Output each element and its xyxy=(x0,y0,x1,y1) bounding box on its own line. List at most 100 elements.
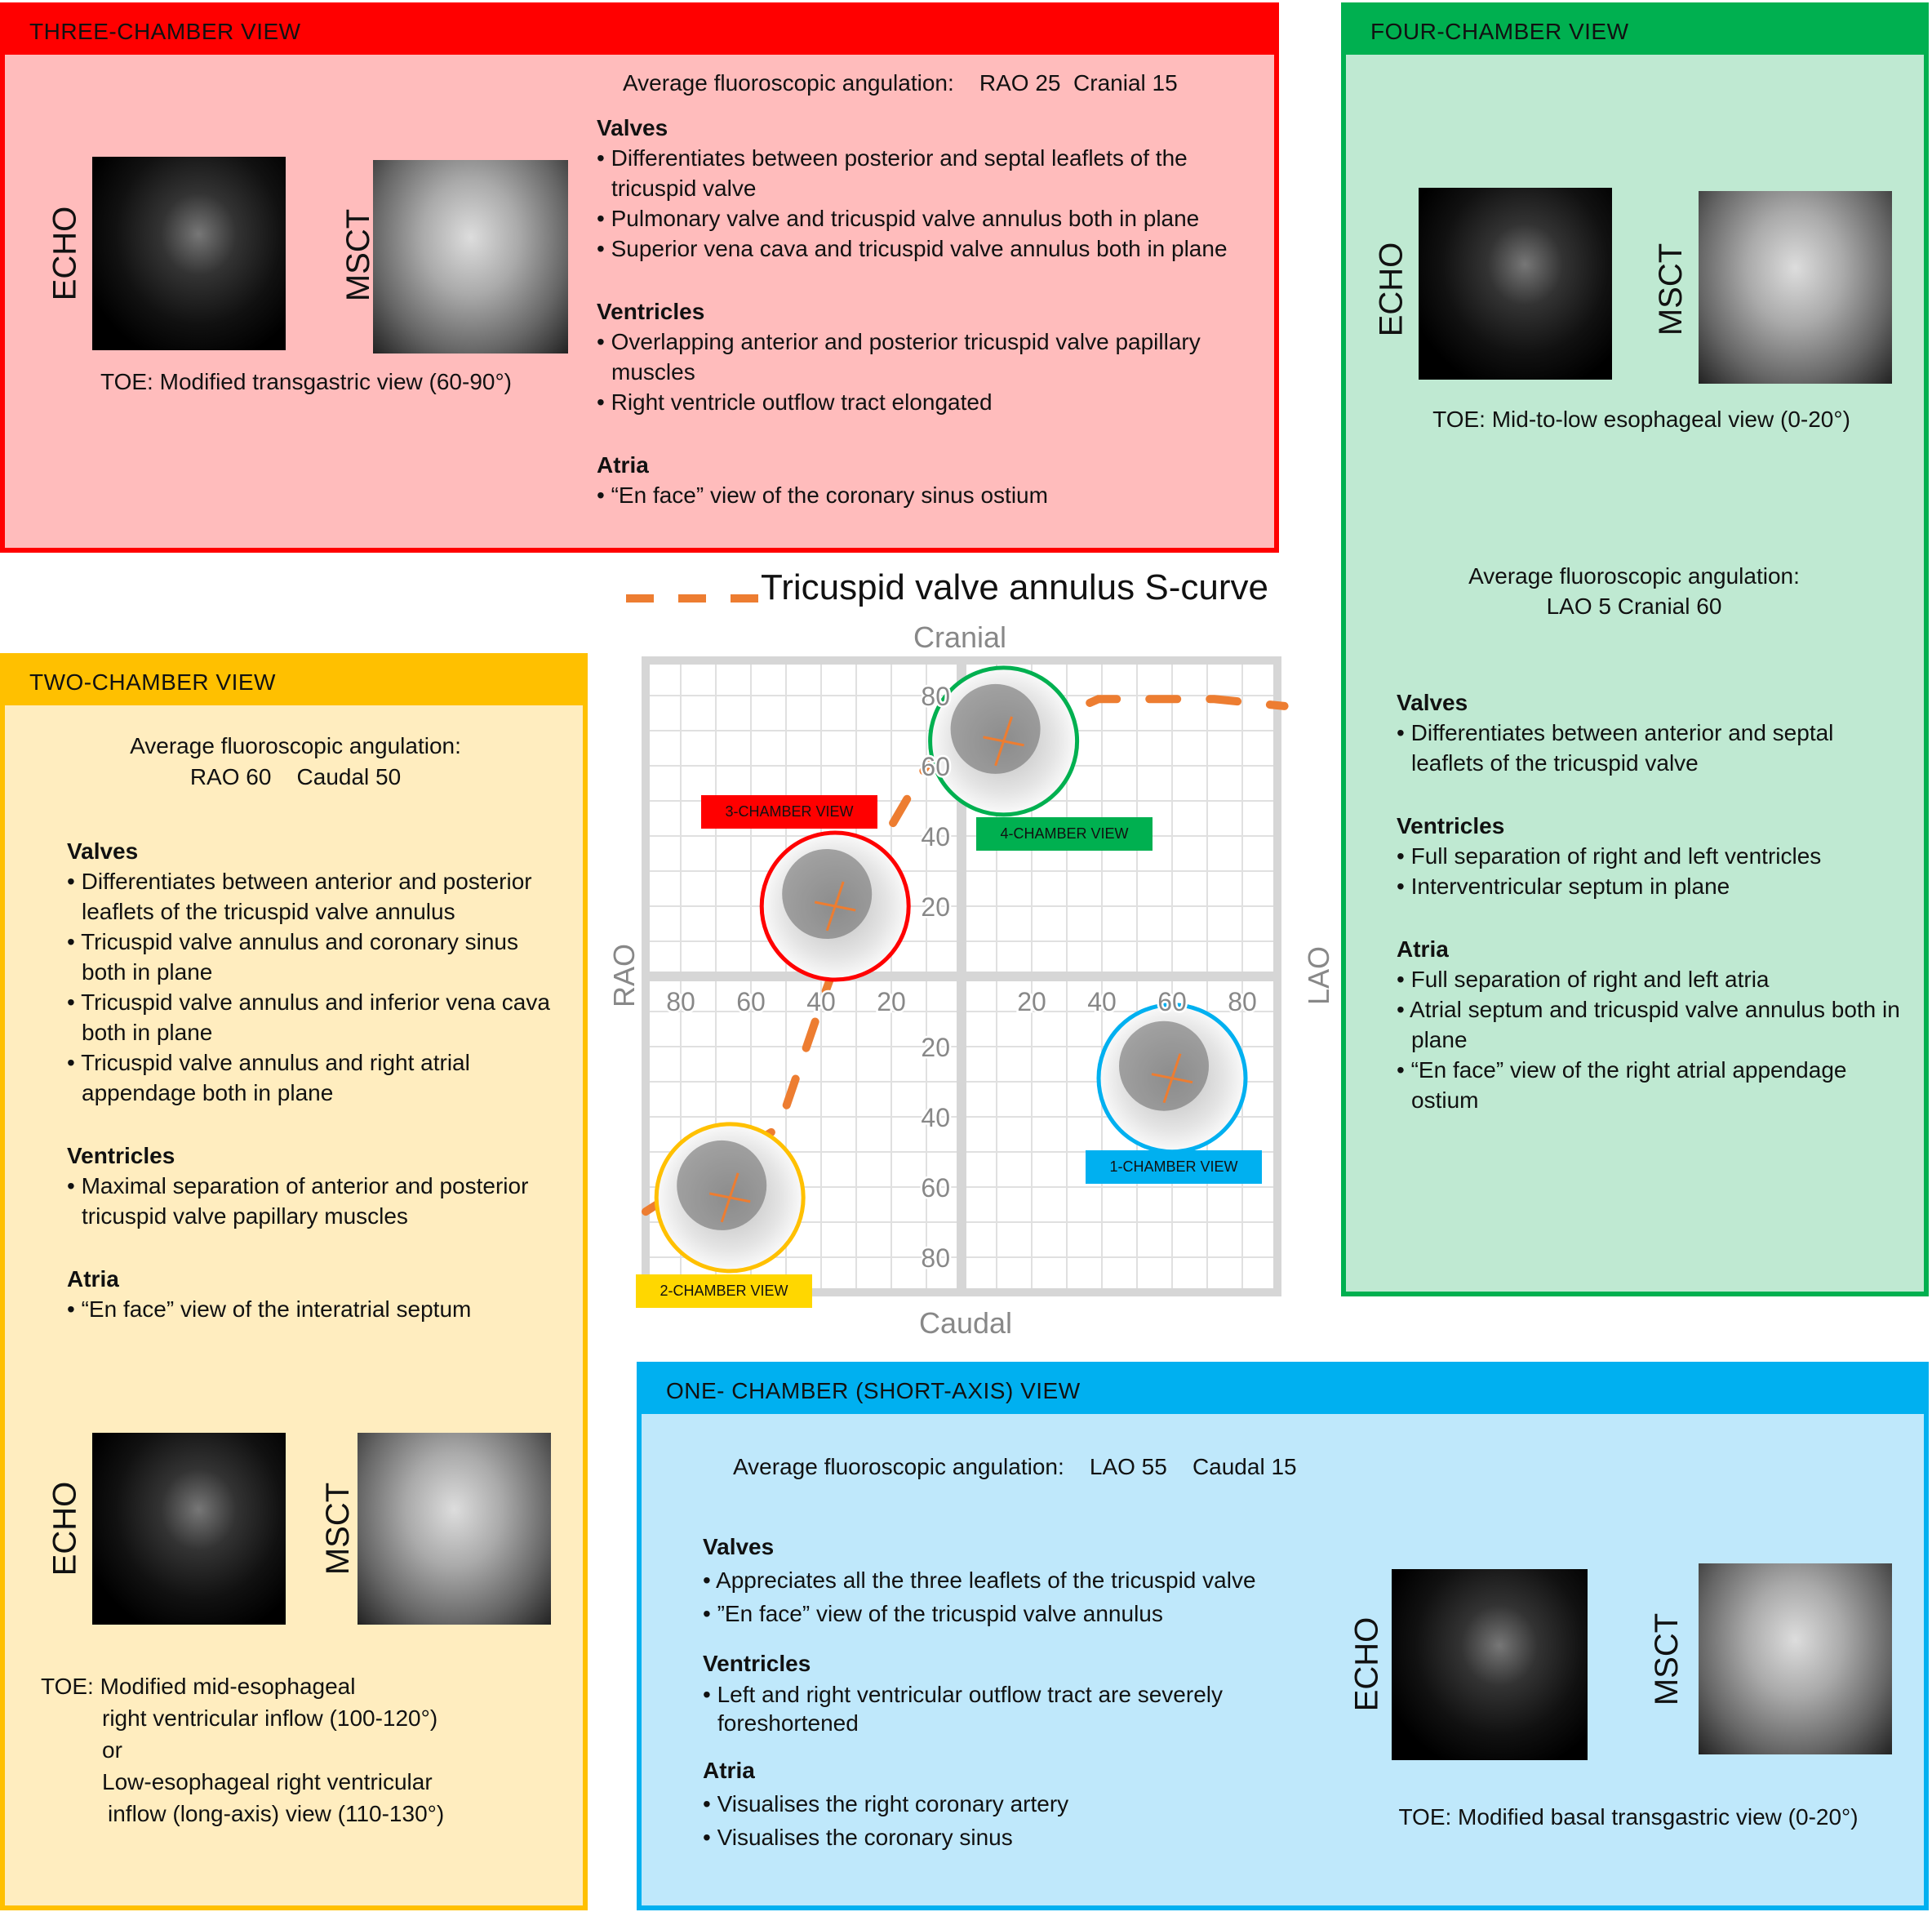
x-tick-label: 60 xyxy=(1157,987,1187,1016)
ventricles-heading: Ventricles xyxy=(703,1651,811,1676)
atria-heading: Atria xyxy=(67,1266,119,1292)
toe-caption: TOE: Mid-to-low esophageal view (0-20°) xyxy=(1432,407,1850,432)
bullet: Pulmonary valve and tricuspid valve annu… xyxy=(597,203,1274,233)
bullet: Tricuspid valve annulus and right atrial… xyxy=(67,1047,557,1108)
view-label: 3-CHAMBER VIEW xyxy=(701,795,877,829)
cranial-label: Cranial xyxy=(913,620,1007,654)
toe-line: Low-esophageal right ventricular xyxy=(102,1769,433,1794)
msct-image xyxy=(373,160,568,353)
y-tick-label: 80 xyxy=(921,1243,950,1273)
annulus-marker xyxy=(1162,1053,1182,1104)
bullet: Maximal separation of anterior and poste… xyxy=(67,1171,557,1231)
four-chamber-title: FOUR-CHAMBER VIEW xyxy=(1346,7,1924,55)
bullet: “En face” view of the interatrial septum xyxy=(67,1294,557,1324)
x-tick-label: 40 xyxy=(806,987,836,1016)
y-tick-label: 20 xyxy=(921,892,950,922)
y-tick-label: 20 xyxy=(921,1033,950,1062)
y-tick-label: 80 xyxy=(921,682,950,711)
angulation-value: LAO 5 Cranial 60 xyxy=(1546,594,1722,619)
y-tick-label: 60 xyxy=(921,752,950,781)
bullet: Full separation of right and left ventri… xyxy=(1397,841,1903,871)
bullet: Visualises the coronary sinus xyxy=(703,1821,1323,1854)
x-tick-label: 40 xyxy=(1087,987,1117,1016)
echo-image xyxy=(92,1433,286,1625)
toe-caption: TOE: Modified mid-esophageal right ventr… xyxy=(41,1670,444,1830)
caudal-label: Caudal xyxy=(918,1306,1013,1340)
toe-line: right ventricular inflow (100-120°) xyxy=(102,1705,438,1731)
heart-silhouette xyxy=(677,1140,767,1230)
angulation: Average fluoroscopic angulation: RAO 25 … xyxy=(623,70,1178,96)
valves-heading: Valves xyxy=(1397,690,1468,715)
lao-label: LAO xyxy=(1302,945,1336,1006)
bullet: Interventricular septum in plane xyxy=(1397,871,1903,901)
three-chamber-title: THREE-CHAMBER VIEW xyxy=(5,7,1274,55)
echo-image xyxy=(1392,1569,1588,1760)
toe-line: TOE: Modified mid-esophageal xyxy=(41,1674,356,1699)
angulation-value: RAO 60 Caudal 50 xyxy=(189,764,402,789)
angulation: Average fluoroscopic angulation: xyxy=(1468,563,1800,589)
two-chamber-panel: TWO-CHAMBER VIEW xyxy=(0,653,588,1910)
view-label: 1-CHAMBER VIEW xyxy=(1086,1150,1262,1184)
bullet: Differentiates between posterior and sep… xyxy=(597,143,1274,203)
x-tick-label: 20 xyxy=(1017,987,1046,1016)
bullet: Tricuspid valve annulus and coronary sin… xyxy=(67,927,557,987)
angulation: Average fluoroscopic angulation: LAO 55 … xyxy=(733,1454,1297,1479)
msct-image xyxy=(358,1433,551,1625)
toe-caption: TOE: Modified basal transgastric view (0… xyxy=(1398,1804,1859,1830)
ventricles-heading: Ventricles xyxy=(1397,813,1505,838)
bullet: Atrial septum and tricuspid valve annulu… xyxy=(1397,994,1903,1055)
view-label: 2-CHAMBER VIEW xyxy=(636,1274,812,1308)
x-tick-label: 20 xyxy=(877,987,906,1016)
two-chamber-details: Valves Differentiates between anterior a… xyxy=(67,836,557,1324)
bullet: “En face” view of the right atrial appen… xyxy=(1397,1055,1903,1115)
bullet: Overlapping anterior and posterior tricu… xyxy=(597,327,1274,387)
one-chamber-title: ONE- CHAMBER (SHORT-AXIS) VIEW xyxy=(642,1367,1924,1414)
bullet: Tricuspid valve annulus and inferior ven… xyxy=(67,987,557,1047)
atria-heading: Atria xyxy=(1397,936,1449,962)
chart-title: Tricuspid valve annulus S-curve xyxy=(761,567,1268,607)
x-tick-label: 60 xyxy=(736,987,766,1016)
bullet: “En face” view of the coronary sinus ost… xyxy=(597,480,1274,510)
y-tick-label: 40 xyxy=(921,1103,950,1132)
toe-line: or xyxy=(102,1737,122,1763)
x-tick-label: 80 xyxy=(666,987,695,1016)
annulus-marker xyxy=(825,881,845,932)
msct-image xyxy=(1699,191,1892,384)
atria-heading: Atria xyxy=(703,1758,755,1783)
view-label: 4-CHAMBER VIEW xyxy=(976,817,1153,851)
ventricles-heading: Ventricles xyxy=(67,1143,175,1168)
bullet: Differentiates between anterior and post… xyxy=(67,866,557,927)
heart-silhouette xyxy=(1119,1020,1209,1111)
toe-line: inflow (long-axis) view (110-130°) xyxy=(108,1801,445,1826)
bullet: Right ventricle outflow tract elongated xyxy=(597,387,1274,417)
bullet: Superior vena cava and tricuspid valve a… xyxy=(597,233,1274,264)
four-chamber-details: Valves Differentiates between anterior a… xyxy=(1397,687,1903,1115)
echo-image xyxy=(1419,188,1612,380)
valves-heading: Valves xyxy=(703,1534,775,1559)
three-chamber-details: Valves Differentiates between posterior … xyxy=(597,113,1274,510)
bullet: Differentiates between anterior and sept… xyxy=(1397,718,1903,778)
valves-heading: Valves xyxy=(67,838,139,864)
echo-image xyxy=(92,157,286,350)
bullet: Visualises the right coronary artery xyxy=(703,1787,1323,1821)
angulation: Average fluoroscopic angulation: xyxy=(130,733,461,758)
one-chamber-details: Valves Appreciates all the three leaflet… xyxy=(703,1530,1323,1854)
bullet: Appreciates all the three leaflets of th… xyxy=(703,1563,1323,1597)
s-curve-line xyxy=(642,695,1289,1216)
annulus-marker xyxy=(994,716,1014,767)
x-tick-label: 80 xyxy=(1228,987,1257,1016)
heart-silhouette xyxy=(782,849,873,939)
bullet: ”En face” view of the tricuspid valve an… xyxy=(703,1597,1323,1630)
ventricles-heading: Ventricles xyxy=(597,299,705,324)
valves-heading: Valves xyxy=(597,115,668,140)
bullet: Left and right ventricular outflow tract… xyxy=(703,1680,1323,1737)
bullet: Full separation of right and left atria xyxy=(1397,964,1903,994)
msct-image xyxy=(1699,1563,1892,1754)
y-tick-label: 60 xyxy=(921,1173,950,1203)
atria-heading: Atria xyxy=(597,452,649,478)
annulus-marker xyxy=(720,1172,739,1223)
heart-silhouette xyxy=(950,683,1041,774)
rao-label: RAO xyxy=(607,943,642,1008)
toe-caption: TOE: Modified transgastric view (60-90°) xyxy=(100,369,512,394)
